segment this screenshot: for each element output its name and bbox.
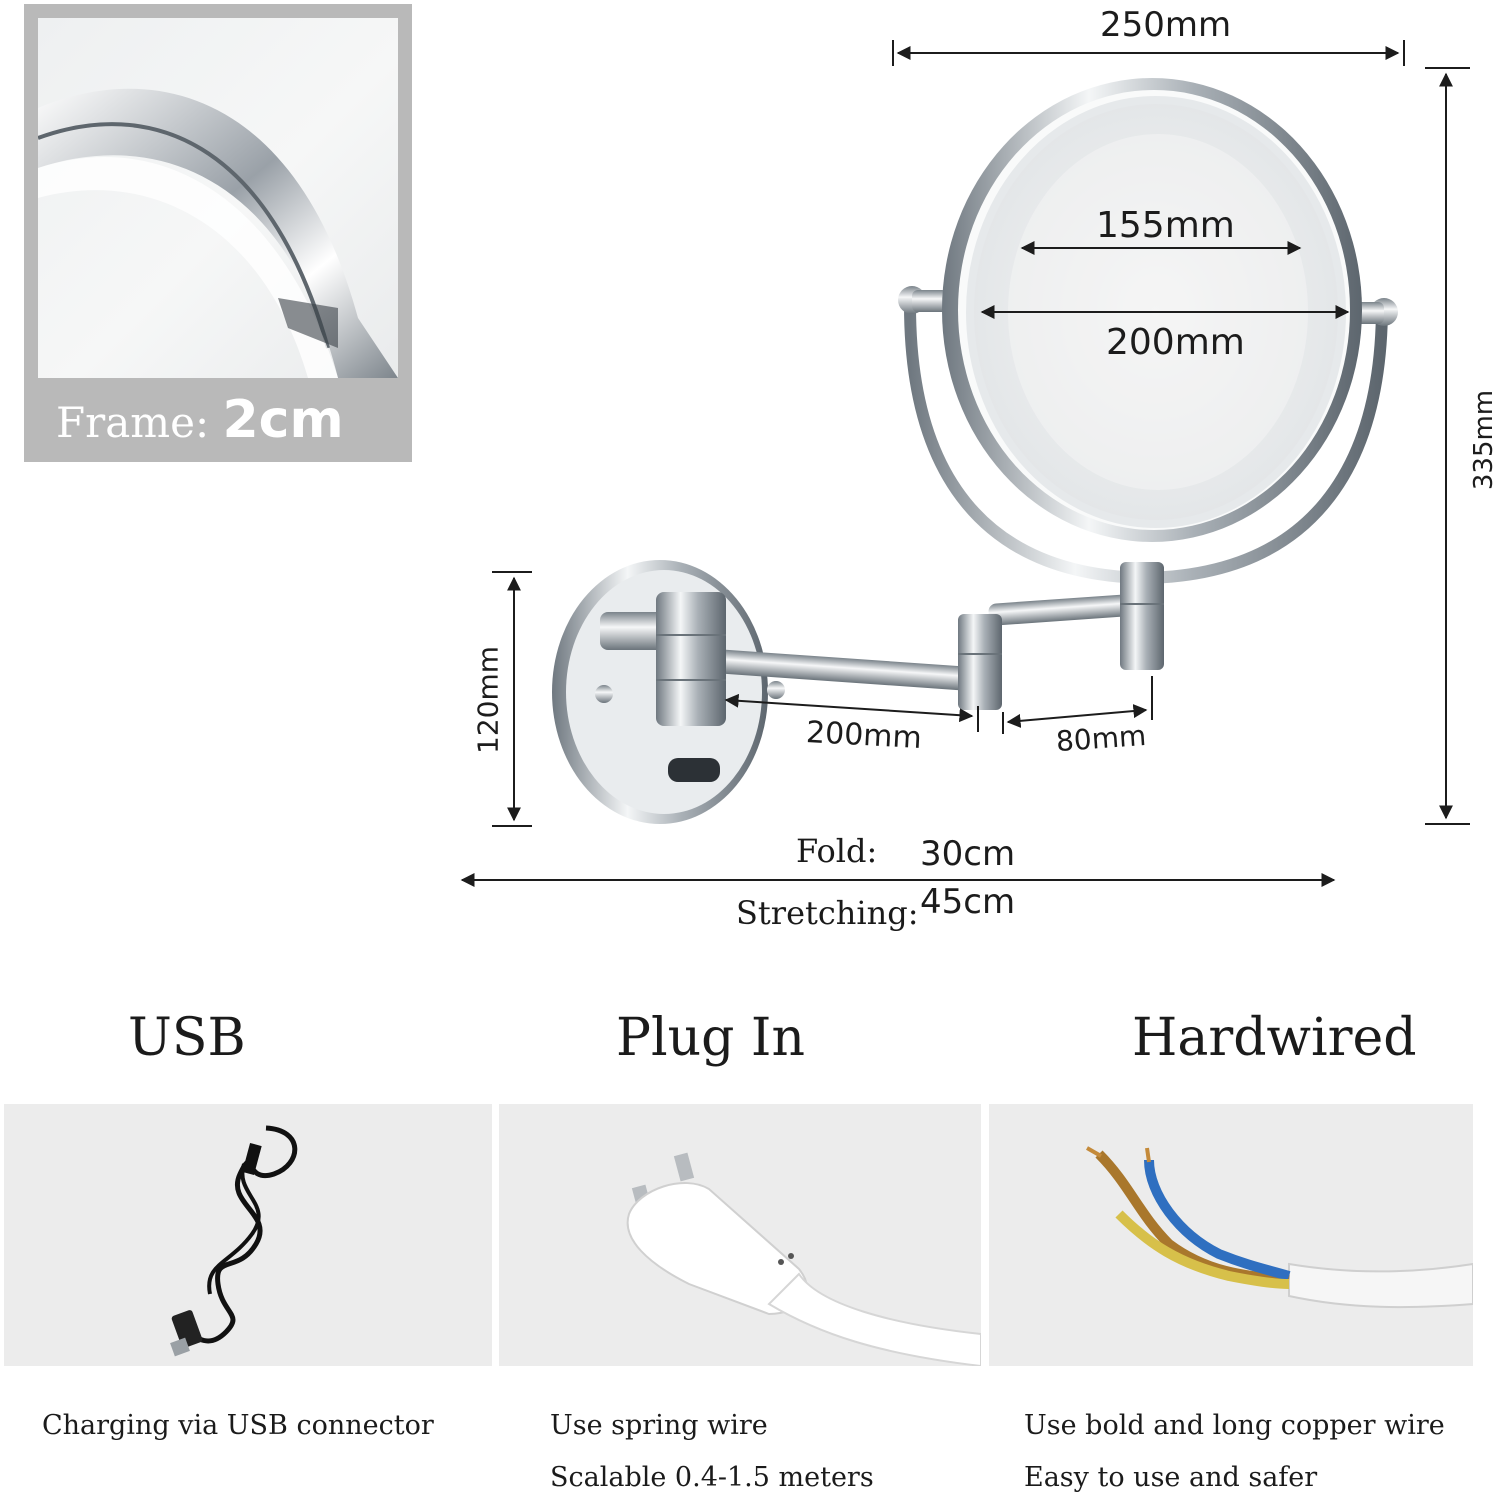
hardwired-title: Hardwired [1132, 1008, 1417, 1068]
stretch-value: 45cm [920, 882, 1016, 922]
hardwired-caption-line-2: Easy to use and safer [1024, 1462, 1318, 1493]
dim-total-height: 335mm [1469, 389, 1499, 491]
base-hinge [656, 592, 726, 726]
middle-hinge [958, 614, 1002, 710]
frame-detail-inset: Frame: 2cm [24, 4, 412, 462]
mirror-diagram [460, 40, 1470, 887]
short-arm [988, 594, 1137, 626]
dim-mount-height: 120mm [471, 646, 505, 754]
fold-value: 30cm [920, 834, 1016, 874]
dim-mirror-diameter: 200mm [1106, 322, 1245, 363]
plug-in-photo [499, 1104, 981, 1366]
usb-photo [4, 1104, 492, 1366]
hardwired-caption-line-1: Use bold and long copper wire [1024, 1410, 1445, 1441]
plug-in-caption-line-2: Scalable 0.4-1.5 meters [550, 1462, 874, 1493]
plug-in-caption-line-1: Use spring wire [550, 1410, 768, 1441]
plug-in-title: Plug In [616, 1008, 805, 1068]
frame-label: Frame: [56, 398, 210, 447]
long-arm [698, 648, 967, 691]
usb-caption-line-1: Charging via USB connector [42, 1410, 434, 1441]
stretch-label: Stretching: [736, 894, 919, 932]
eu-plug-icon [626, 1152, 981, 1366]
mirror-hinge [1120, 562, 1164, 670]
sensor-window [668, 758, 720, 782]
dim-total-width: 250mm [1100, 5, 1232, 45]
dim-arm-length: 200mm [805, 714, 923, 757]
dim-arm-short: 80mm [1054, 718, 1148, 759]
frame-closeup-image [38, 18, 398, 378]
usb-title: USB [128, 1008, 246, 1068]
hardwired-photo [989, 1104, 1473, 1366]
copper-wire-icon [1086, 1146, 1473, 1309]
dim-light-inner: 155mm [1096, 205, 1235, 246]
frame-caption: Frame: 2cm [56, 390, 344, 450]
frame-value: 2cm [222, 390, 344, 450]
fold-label: Fold: [796, 832, 878, 870]
usb-cable-icon [170, 1125, 298, 1357]
